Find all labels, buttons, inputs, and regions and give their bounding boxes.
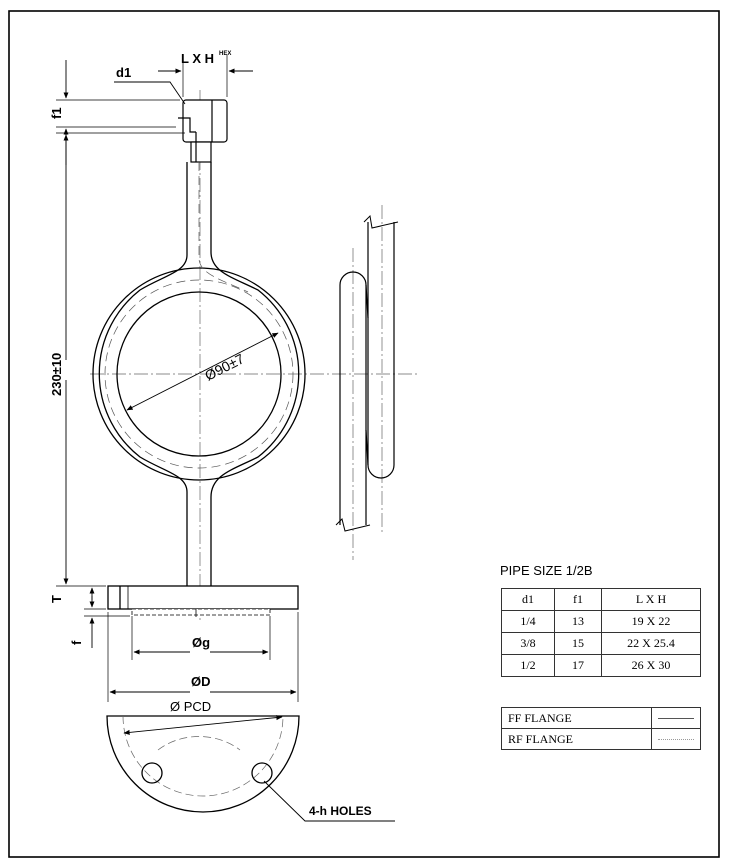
holes-label: 4-h HOLES bbox=[309, 804, 372, 818]
d1-label: d1 bbox=[116, 65, 131, 80]
flange-legend-table: FF FLANGE RF FLANGE bbox=[501, 707, 701, 750]
table-cell: 26 X 30 bbox=[601, 654, 701, 677]
siphon-tube bbox=[92, 162, 306, 586]
raised-face-label: f bbox=[69, 640, 84, 645]
coil-diameter-label: Ø90±7 bbox=[202, 350, 247, 383]
table-row: 1/4 13 19 X 22 bbox=[501, 610, 701, 633]
dimension-labels: L X H HEX d1 f1 230±10 Ø90±7 T f Øg ØD Ø… bbox=[49, 51, 372, 818]
table-row: 3/8 15 22 X 25.4 bbox=[501, 632, 701, 655]
table-header-row: d1 f1 L X H bbox=[501, 588, 701, 611]
dimension-lines bbox=[56, 55, 395, 822]
hex-fitting bbox=[178, 99, 228, 163]
table-cell: 1/2 bbox=[501, 654, 555, 677]
ff-line-swatch bbox=[651, 707, 701, 729]
face-diameter-label: Øg bbox=[192, 635, 210, 650]
pipe-size-caption: PIPE SIZE 1/2B bbox=[500, 563, 593, 578]
legend-row-ff: FF FLANGE bbox=[501, 707, 701, 729]
legend-label-rf: RF FLANGE bbox=[501, 728, 652, 750]
side-view bbox=[335, 214, 399, 532]
length-label: 230±10 bbox=[49, 353, 64, 396]
rf-line-swatch bbox=[651, 728, 701, 750]
flange-plan bbox=[106, 715, 300, 813]
thickness-label: T bbox=[49, 595, 64, 603]
table-cell: 1/4 bbox=[501, 610, 555, 633]
center-lines bbox=[90, 90, 420, 620]
pcd-label: Ø PCD bbox=[170, 699, 211, 714]
hex-superscript: HEX bbox=[219, 51, 231, 57]
table-cell: 3/8 bbox=[501, 632, 555, 655]
drawing-frame bbox=[8, 10, 720, 858]
legend-row-rf: RF FLANGE bbox=[501, 728, 701, 750]
flange-diameter-label: ØD bbox=[191, 674, 211, 689]
table-cell: 17 bbox=[554, 654, 602, 677]
table-cell: 15 bbox=[554, 632, 602, 655]
flange-elevation bbox=[107, 585, 299, 617]
legend-label-ff: FF FLANGE bbox=[501, 707, 652, 729]
table-cell: 19 X 22 bbox=[601, 610, 701, 633]
table-cell: 13 bbox=[554, 610, 602, 633]
header-cell: f1 bbox=[554, 588, 602, 611]
header-cell: d1 bbox=[501, 588, 555, 611]
f1-label: f1 bbox=[49, 107, 64, 119]
table-row: 1/2 17 26 X 30 bbox=[501, 654, 701, 677]
table-cell: 22 X 25.4 bbox=[601, 632, 701, 655]
header-cell: L X H bbox=[601, 588, 701, 611]
pipe-size-table: d1 f1 L X H 1/4 13 19 X 22 3/8 15 22 X 2… bbox=[501, 588, 701, 677]
hex-size-label: L X H bbox=[181, 51, 214, 66]
